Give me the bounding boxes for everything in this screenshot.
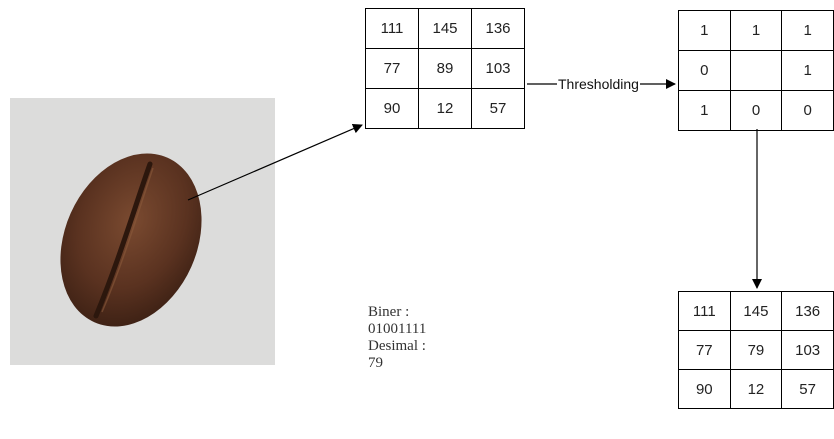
matrix-cell: 79	[729, 330, 783, 370]
matrix-cell: 1	[781, 10, 834, 51]
matrix-cell: 77	[365, 48, 419, 89]
matrix-cell: 90	[678, 369, 731, 409]
matrix-cell: 145	[729, 291, 783, 331]
matrix-cell: 0	[678, 50, 731, 91]
matrix-cell: 111	[678, 291, 731, 331]
photo-to-matrix-arrow	[187, 123, 363, 201]
matrix-cell: 12	[729, 369, 783, 409]
desimal-label: Desimal :	[368, 338, 426, 354]
matrix-cell: 57	[781, 369, 834, 409]
matrix-cell: 1	[729, 10, 783, 51]
matrix-cell: 1	[781, 50, 834, 91]
desimal-value: 79	[368, 355, 383, 371]
matrix-cell: 0	[781, 90, 834, 131]
coffee-bean-icon	[60, 153, 202, 327]
matrix-cell	[729, 50, 783, 91]
matrix-cell: 0	[729, 90, 783, 131]
matrix-cell: 89	[418, 48, 472, 89]
matrix-cell: 103	[471, 48, 525, 89]
result-text: Biner : 01001111 Desimal : 79	[368, 304, 426, 372]
matrix-cell: 136	[781, 291, 834, 331]
matrix-cell: 111	[365, 8, 419, 49]
matrix-cell: 145	[418, 8, 472, 49]
input-pixel-matrix: 111 145 136 77 89 103 90 12 57	[365, 8, 525, 129]
biner-value: 01001111	[368, 321, 427, 337]
coffee-bean-photo	[10, 98, 275, 365]
matrix-cell: 103	[781, 330, 834, 370]
biner-label: Biner :	[368, 304, 410, 320]
matrix-cell: 90	[365, 88, 419, 129]
output-pixel-matrix: 111 145 136 77 79 103 90 12 57	[678, 291, 834, 409]
matrix-cell: 12	[418, 88, 472, 129]
matrix-cell: 77	[678, 330, 731, 370]
matrix-cell: 136	[471, 8, 525, 49]
matrix-cell: 1	[678, 90, 731, 131]
matrix-cell: 1	[678, 10, 731, 51]
binary-matrix: 1 1 1 0 1 1 0 0	[678, 10, 834, 131]
thresholding-label: Thresholding	[557, 76, 640, 92]
matrix-cell: 57	[471, 88, 525, 129]
